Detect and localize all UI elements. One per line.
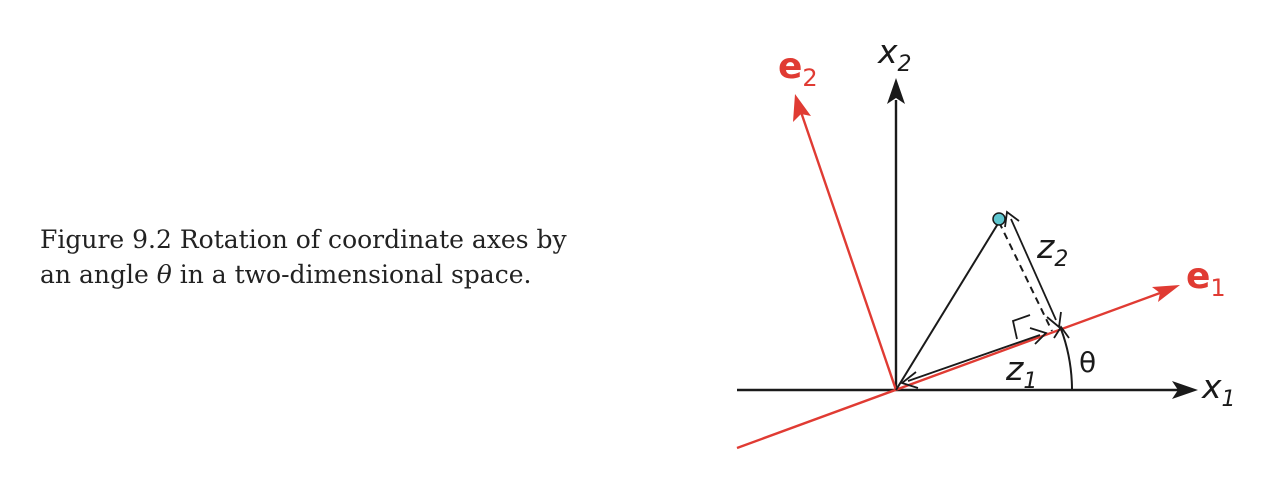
theta-label: θ bbox=[1079, 346, 1096, 379]
x1-axis bbox=[737, 381, 1198, 399]
caption-line-1: Figure 9.2 Rotation of coordinate axes b… bbox=[40, 225, 567, 254]
z1-dimension-arrow bbox=[900, 327, 1048, 389]
figure-caption: Figure 9.2 Rotation of coordinate axes b… bbox=[40, 222, 700, 292]
z2-arrowhead-start bbox=[1004, 210, 1020, 228]
e2-axis-label: e2 bbox=[778, 46, 818, 92]
theta-arc-arrowhead bbox=[1053, 325, 1070, 339]
e2-axis-line bbox=[799, 111, 898, 391]
e1-axis-label: e1 bbox=[1186, 256, 1226, 302]
e2-axis-arrowhead bbox=[793, 94, 811, 122]
z2-arrowhead-end bbox=[1046, 311, 1062, 329]
right-angle-marker bbox=[1011, 314, 1031, 340]
x1-axis-arrowhead bbox=[1172, 381, 1198, 399]
z2-label: z2 bbox=[1036, 227, 1068, 272]
x2-axis-arrowhead bbox=[887, 78, 905, 104]
caption-theta-symbol: θ bbox=[156, 260, 172, 289]
data-point bbox=[992, 212, 1006, 226]
z1-arrowhead-start bbox=[900, 371, 919, 389]
e2-axis bbox=[793, 94, 898, 391]
z1-dimension-line bbox=[907, 334, 1041, 382]
projection-dashed-line bbox=[998, 221, 1053, 332]
x2-axis bbox=[887, 78, 905, 390]
caption-line-2-suffix: in a two-dimensional space. bbox=[171, 260, 532, 289]
caption-line-2: an angle θ in a two-dimensional space. bbox=[40, 257, 700, 292]
theta-angle-arc bbox=[1053, 325, 1073, 390]
z2-dimension-arrow bbox=[1004, 210, 1062, 329]
theta-arc-path bbox=[1060, 328, 1073, 390]
x2-axis-label: x2 bbox=[877, 32, 912, 77]
e1-axis-line bbox=[736, 291, 1161, 450]
z2-dimension-line bbox=[1010, 218, 1057, 321]
z1-arrowhead-end bbox=[1029, 327, 1048, 345]
caption-line-2-prefix: an angle bbox=[40, 260, 157, 289]
e1-axis-arrowhead bbox=[1152, 285, 1180, 302]
x1-axis-label: x1 bbox=[1201, 367, 1236, 412]
position-vector bbox=[895, 221, 1000, 391]
e1-axis bbox=[736, 285, 1180, 450]
z1-label: z1 bbox=[1005, 349, 1037, 394]
